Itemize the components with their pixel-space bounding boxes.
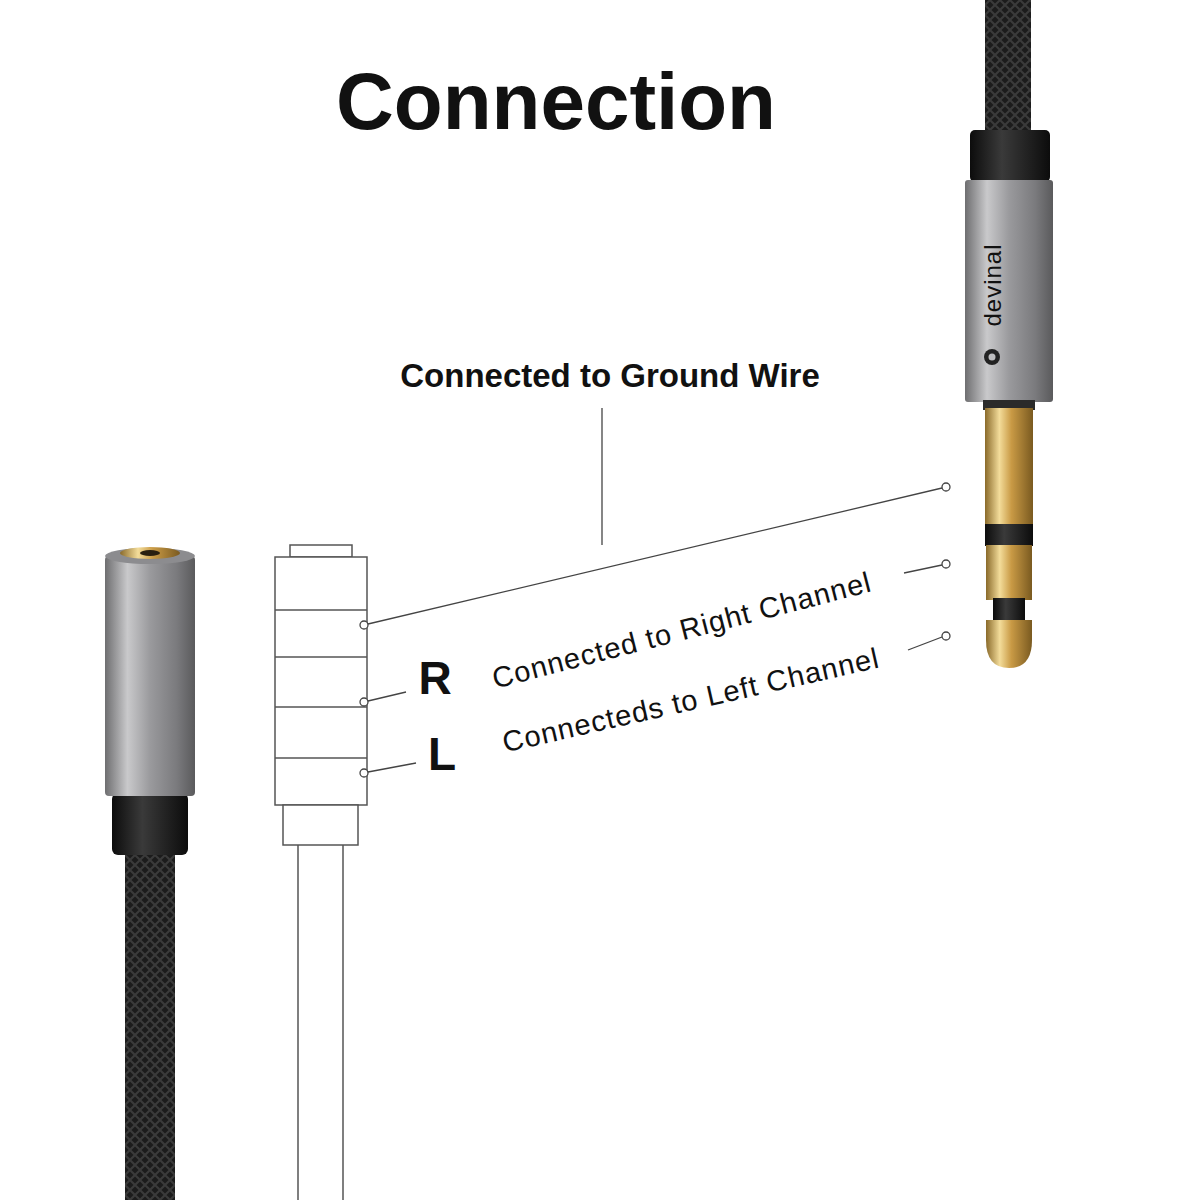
female-jack: [105, 547, 195, 1200]
diagram-title: Connection: [336, 58, 776, 146]
channel-letter: R: [418, 653, 451, 704]
brand-text: devinal: [980, 243, 1006, 326]
plug-schematic: [275, 545, 367, 1200]
ground-label: Connected to Ground Wire: [400, 358, 820, 394]
leader-lines: [360, 408, 950, 777]
trs-plug: [965, 0, 1053, 668]
channel-letter: L: [428, 729, 456, 780]
